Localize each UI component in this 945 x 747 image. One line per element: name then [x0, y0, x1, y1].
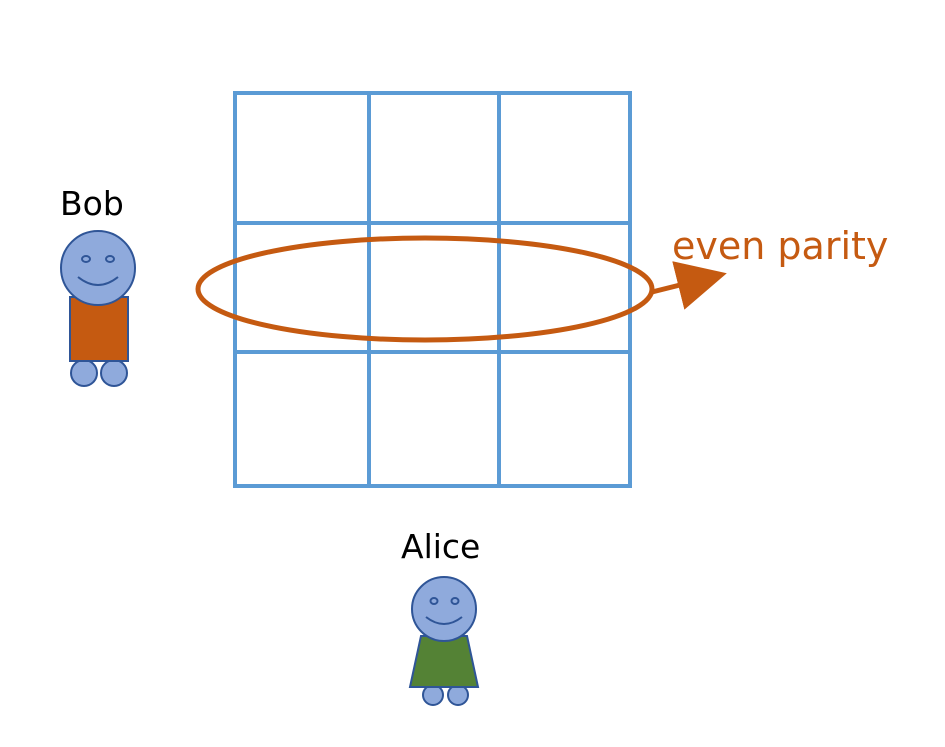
bob-figure: [60, 230, 136, 387]
bob-name-label: Bob: [60, 184, 124, 223]
bob-head: [60, 230, 136, 306]
magic-square-grid: [233, 91, 632, 488]
grid-border: [233, 91, 632, 488]
alice-name-label: Alice: [401, 527, 481, 566]
alice-dress: [408, 635, 480, 688]
bob-smile: [77, 276, 119, 286]
bob-eye-left: [81, 255, 91, 263]
alice-eye-left: [429, 597, 439, 605]
bob-foot-right: [100, 359, 128, 387]
bob-eye-right: [105, 255, 115, 263]
bob-shirt: [69, 296, 129, 362]
row-highlight-ellipse: [195, 235, 655, 343]
bob-foot-left: [70, 359, 98, 387]
parity-arrow: [651, 261, 727, 310]
even-parity-label: even parity: [672, 224, 889, 268]
alice-smile: [425, 616, 463, 625]
alice-head: [411, 576, 477, 642]
alice-eye-right: [450, 597, 460, 605]
alice-figure: [408, 576, 480, 706]
